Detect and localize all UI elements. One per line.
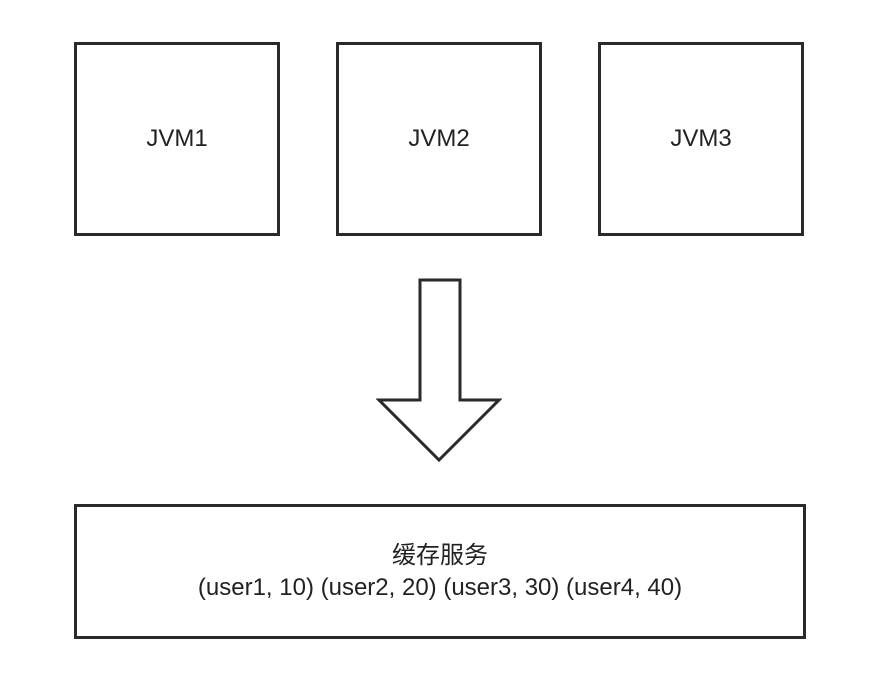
- cache-service-entries: (user1, 10) (user2, 20) (user3, 30) (use…: [197, 573, 683, 601]
- down-arrow-icon: [376, 278, 502, 463]
- jvm2-node: JVM2: [336, 42, 542, 236]
- jvm1-label: JVM1: [146, 125, 208, 152]
- jvm3-label: JVM3: [670, 125, 732, 152]
- cache-service-node: 缓存服务 (user1, 10) (user2, 20) (user3, 30)…: [74, 504, 806, 639]
- cache-service-title: 缓存服务: [392, 541, 488, 569]
- jvm3-node: JVM3: [598, 42, 804, 236]
- jvm1-node: JVM1: [74, 42, 280, 236]
- jvm2-label: JVM2: [408, 125, 470, 152]
